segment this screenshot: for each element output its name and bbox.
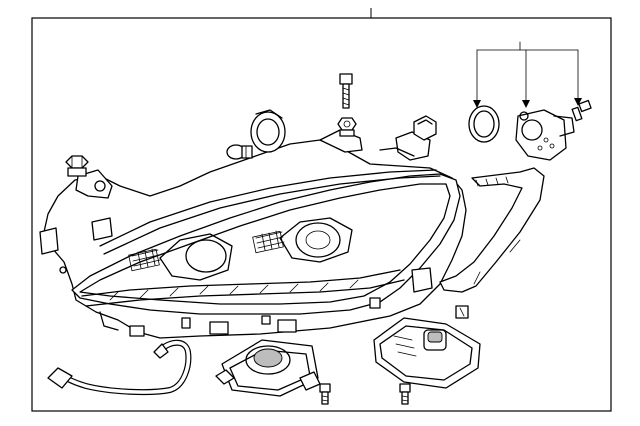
nut-icon — [65, 155, 89, 177]
module-icon — [215, 339, 321, 397]
harness-icon — [47, 339, 192, 396]
nut-top-icon — [337, 117, 357, 137]
callout-leaders — [473, 41, 582, 108]
diagram-frame — [31, 17, 612, 412]
clip-small-icon — [455, 305, 469, 319]
mesh-pattern-right — [252, 230, 285, 254]
dust-cap-icon — [250, 109, 286, 153]
bolt-icon — [339, 73, 353, 109]
bracket-icon — [439, 167, 545, 293]
bulb-icon — [226, 144, 253, 160]
ballast-icon — [373, 317, 481, 389]
headlamp-icon — [39, 129, 467, 339]
clip-icon — [413, 115, 437, 141]
screw-bottom-right-icon — [399, 383, 411, 405]
motor-icon — [515, 109, 575, 161]
screw-icon — [571, 99, 592, 122]
seal-ring-icon — [468, 105, 500, 143]
mesh-pattern-left — [128, 248, 161, 272]
screw-bottom-left-icon — [319, 383, 331, 405]
